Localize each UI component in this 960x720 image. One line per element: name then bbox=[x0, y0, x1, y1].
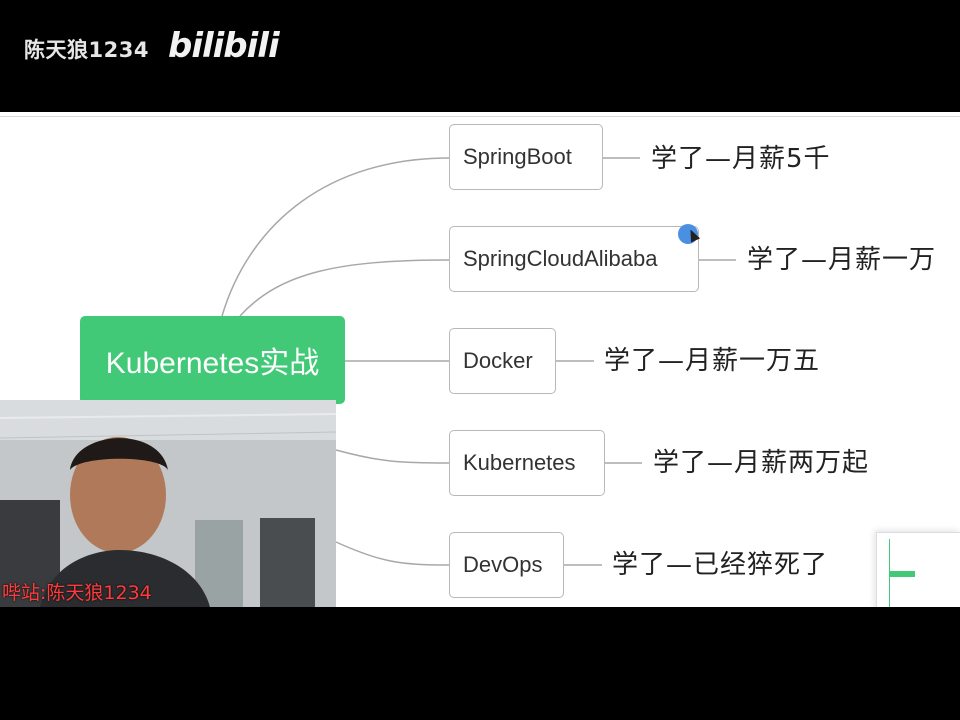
watermark-text: 哔站:陈天狼1234 bbox=[2, 582, 152, 604]
mindmap-root-node[interactable]: Kubernetes实战 bbox=[80, 316, 345, 404]
cursor-highlight-icon bbox=[678, 224, 698, 244]
video-top-bar: 陈天狼1234 bilibili bbox=[0, 0, 960, 112]
minimap-panel[interactable] bbox=[876, 532, 960, 607]
mindmap-connectors bbox=[221, 157, 736, 566]
mindmap-note-springcloudalibaba: 学了—月薪一万 bbox=[747, 245, 937, 275]
mindmap-note-springboot: 学了—月薪5千 bbox=[651, 144, 831, 174]
mindmap-node-springboot[interactable]: SpringBoot bbox=[449, 124, 603, 190]
video-bottom-bar bbox=[0, 607, 960, 720]
channel-name: 陈天狼1234 bbox=[24, 38, 149, 62]
mindmap-note-kubernetes: 学了—月薪两万起 bbox=[653, 448, 870, 478]
mindmap-note-devops: 学了—已经猝死了 bbox=[612, 550, 829, 580]
webcam-overlay: 哔站:陈天狼1234 bbox=[0, 400, 336, 607]
minimap-bar bbox=[889, 571, 915, 577]
mindmap-node-kubernetes[interactable]: Kubernetes bbox=[449, 430, 605, 496]
mindmap-node-springcloudalibaba[interactable]: SpringCloudAlibaba bbox=[449, 226, 699, 292]
canvas-divider bbox=[0, 116, 960, 117]
mindmap-note-docker: 学了—月薪一万五 bbox=[604, 346, 821, 376]
mindmap-node-devops[interactable]: DevOps bbox=[449, 532, 564, 598]
bilibili-logo-icon: bilibili bbox=[168, 26, 280, 66]
mindmap-node-docker[interactable]: Docker bbox=[449, 328, 556, 394]
webcam-feed-image bbox=[0, 400, 336, 607]
